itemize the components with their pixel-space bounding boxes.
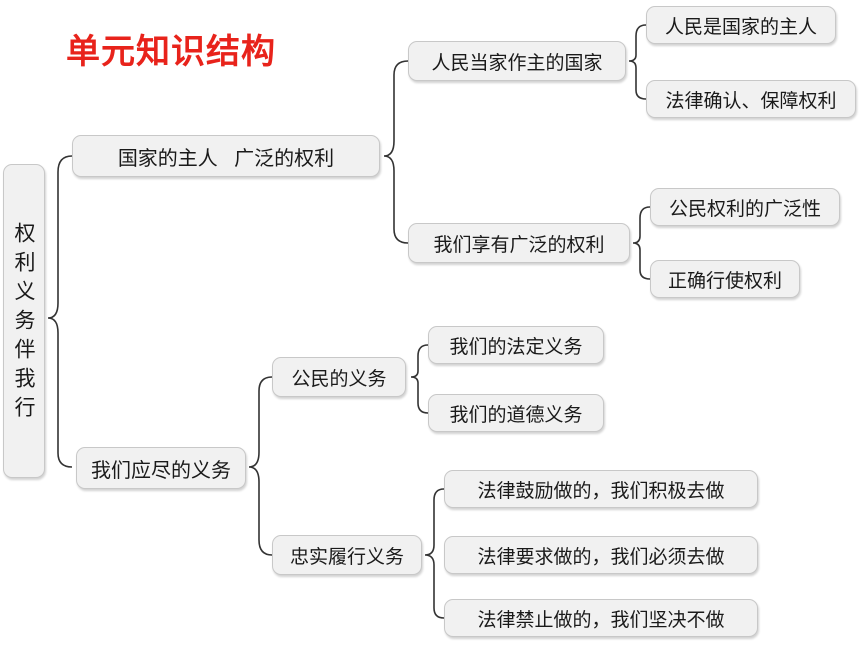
brace-sub-4 (424, 488, 445, 619)
leaf-exercise-rights-properly: 正确行使权利 (650, 260, 800, 298)
leaf-people-are-masters: 人民是国家的主人 (646, 6, 836, 44)
branch-duties: 我们应尽的义务 (76, 447, 246, 489)
brace-sub-2 (632, 206, 651, 280)
leaf-legal-duties: 我们的法定义务 (428, 326, 604, 364)
node-people-master-country: 人民当家作主的国家 (408, 41, 626, 81)
branch-rights: 国家的主人 广泛的权利 (72, 135, 380, 177)
leaf-law-prohibits: 法律禁止做的，我们坚决不做 (444, 599, 758, 637)
node-broad-rights: 我们享有广泛的权利 (408, 223, 630, 263)
leaf-rights-breadth: 公民权利的广泛性 (650, 188, 840, 226)
leaf-law-requires: 法律要求做的，我们必须去做 (444, 536, 758, 574)
root-node: 权利义务伴我行 (3, 164, 45, 478)
brace-sub-3 (410, 344, 429, 414)
leaf-law-encourages: 法律鼓励做的，我们积极去做 (444, 470, 758, 508)
leaf-law-guarantees-rights: 法律确认、保障权利 (646, 80, 856, 118)
brace-branch-1 (383, 60, 409, 244)
node-citizen-duties: 公民的义务 (272, 357, 406, 397)
brace-root (47, 155, 73, 468)
leaf-moral-duties: 我们的道德义务 (428, 394, 604, 432)
diagram-title: 单元知识结构 (66, 32, 276, 72)
brace-sub-1 (628, 24, 647, 100)
brace-branch-2 (248, 376, 273, 556)
node-fulfill-duties: 忠实履行义务 (272, 535, 422, 575)
